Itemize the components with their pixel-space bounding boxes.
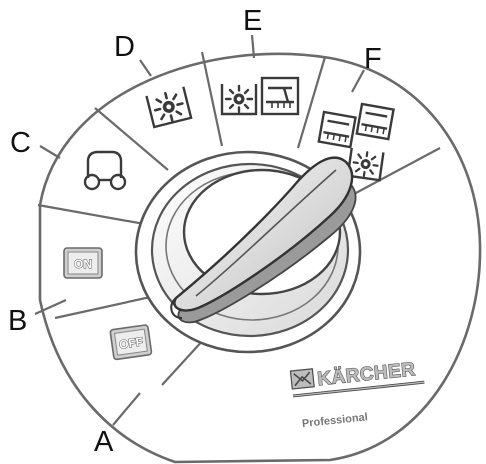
position-b-on[interactable]: ON xyxy=(64,248,102,278)
callout-a: A xyxy=(94,426,114,458)
callout-b: B xyxy=(8,305,27,337)
callout-e: E xyxy=(243,5,262,37)
position-a-off[interactable]: OFF xyxy=(110,325,152,360)
callout-f: F xyxy=(364,43,382,75)
callout-c: C xyxy=(10,127,31,159)
callout-d: D xyxy=(114,31,135,63)
karcher-emblem-icon xyxy=(290,369,314,389)
selector-knob[interactable] xyxy=(136,152,360,352)
on-label: ON xyxy=(74,257,92,271)
